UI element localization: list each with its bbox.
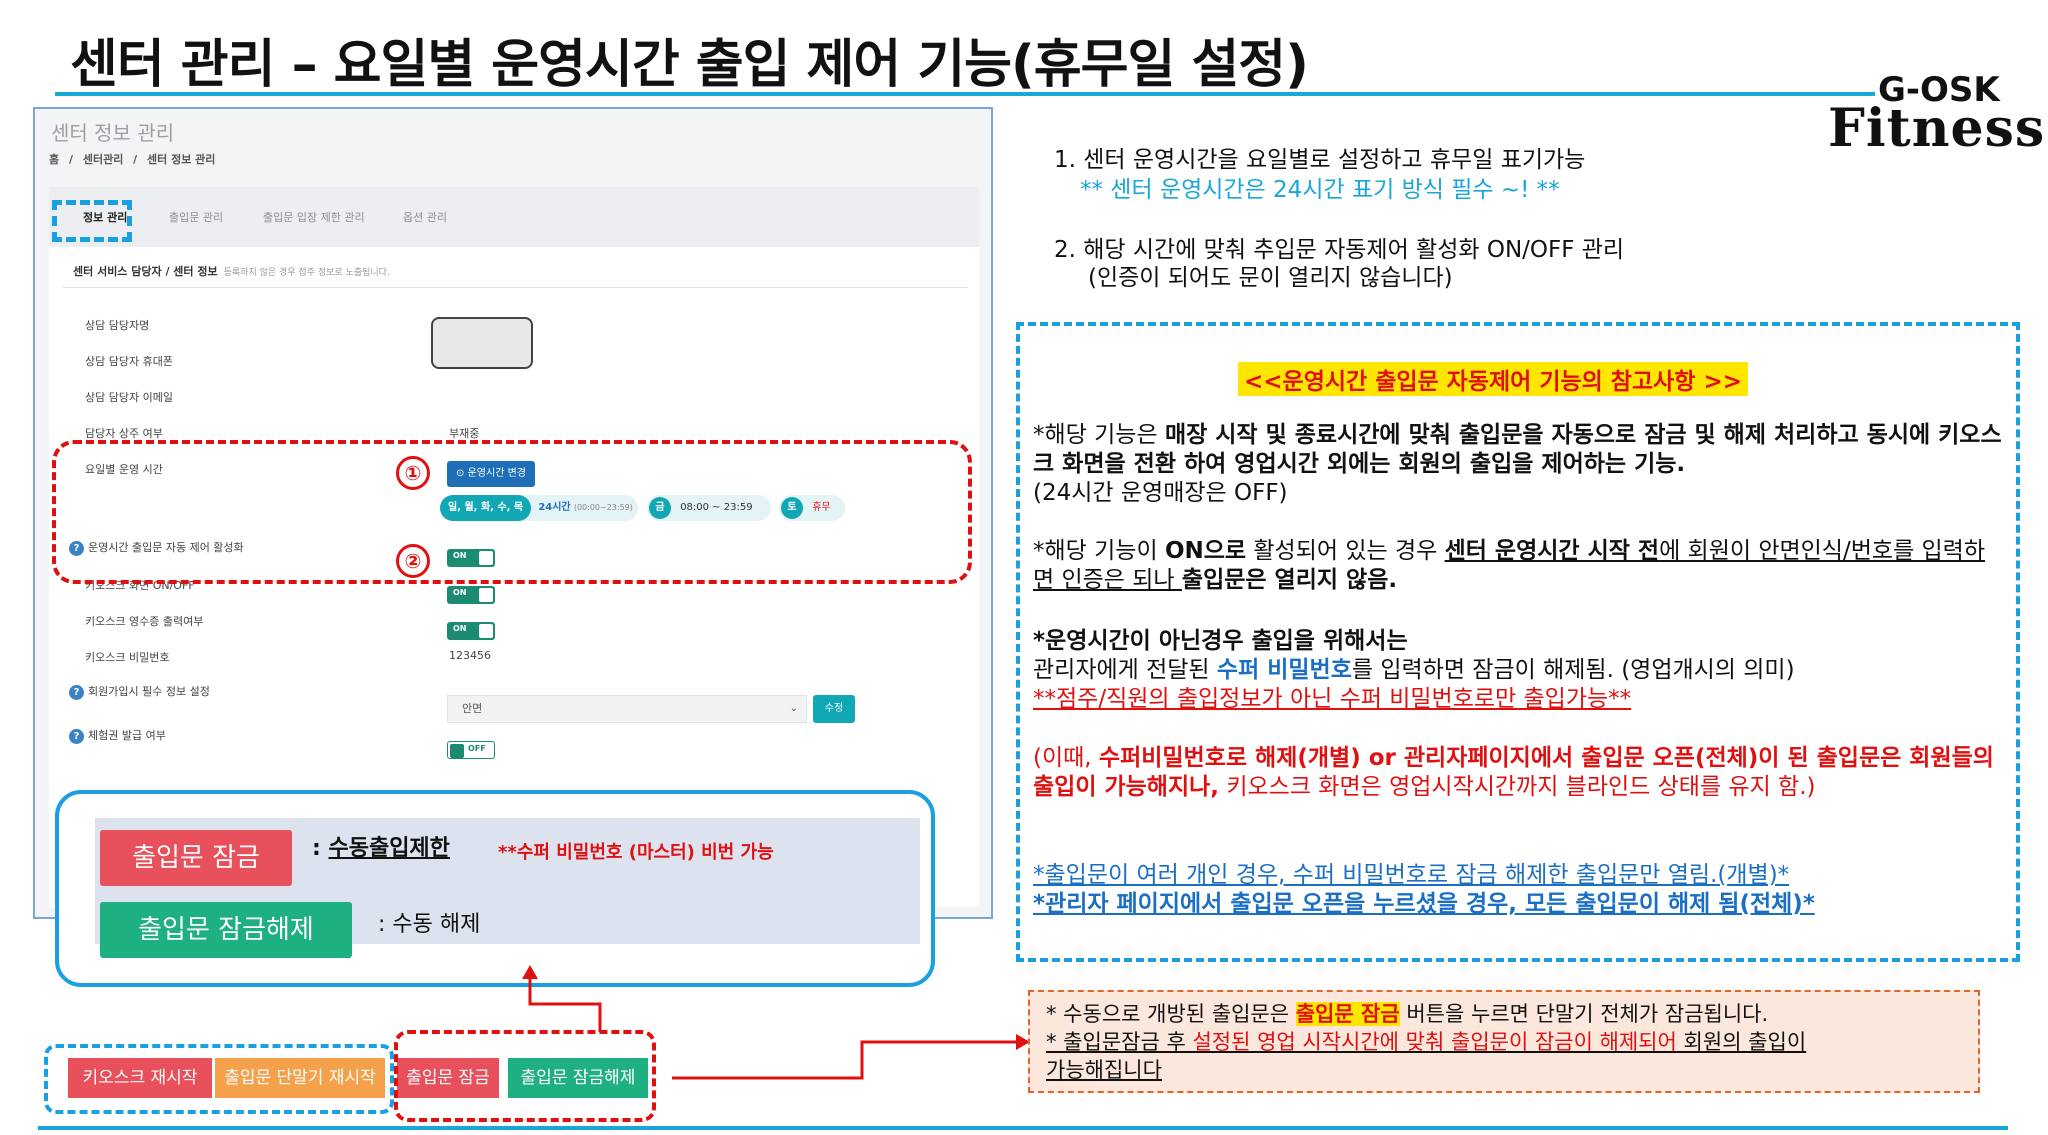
restart-group-highlight	[44, 1044, 394, 1114]
help-icon: ?	[69, 728, 84, 744]
label-trial-pass: ?체험권 발급 여부	[69, 727, 166, 744]
kiosk-receipt-toggle[interactable]: ON	[447, 622, 495, 640]
lock-group-highlight	[394, 1030, 656, 1122]
note-line-2: * 출입문잠금 후 설정된 영업 시작시간에 맞춰 출입문이 잠금이 해제되어 …	[1046, 1030, 1807, 1054]
info-line-2-note: (인증이 되어도 문이 열리지 않습니다)	[1088, 265, 1453, 291]
saturday-icon: 토	[781, 497, 803, 519]
info-tab-highlight	[52, 200, 132, 242]
label-manager-phone: 상담 담당자 휴대폰	[85, 355, 173, 368]
reference-p1: *해당 기능은 매장 시작 및 종료시간에 맞춰 출입문을 자동으로 잠금 및 …	[1033, 422, 2002, 506]
terminal-restart-button[interactable]: 출입문 단말기 재시작	[215, 1058, 385, 1098]
tab-entry-limit[interactable]: 출입문 입장 제한 관리	[263, 211, 365, 224]
unlock-description: : 수동 해제	[378, 912, 481, 937]
reference-p4: (이때, 수퍼비밀번호로 해제(개별) or 관리자페이지에서 출입문 오픈(전…	[1033, 745, 1994, 800]
kiosk-restart-button[interactable]: 키오스크 재시작	[68, 1058, 212, 1098]
tab-bar: 정보 관리 출입문 관리 출입문 입장 제한 관리 옵션 관리	[49, 187, 979, 247]
change-hours-button[interactable]: ⊙ 운영시간 변경	[447, 461, 535, 487]
marker-1: ①	[396, 456, 430, 490]
breadcrumb-center[interactable]: 센터관리	[82, 153, 124, 166]
reference-p5: *출입문이 여러 개인 경우, 수퍼 비밀번호로 잠금 해제한 출입문만 열림.…	[1033, 862, 1790, 888]
title-divider	[55, 92, 1875, 96]
hours-24h-range: (00:00~23:59)	[573, 503, 633, 512]
breadcrumb-home[interactable]: 홈	[49, 153, 60, 166]
tab-door[interactable]: 출입문 관리	[169, 211, 224, 224]
info-line-1-note: ** 센터 운영시간은 24시간 표기 방식 필수 ~! **	[1080, 177, 1560, 203]
reference-p2: *해당 기능이 ON으로 활성되어 있는 경우 센터 운영시간 시작 전에 회원…	[1033, 538, 1985, 593]
help-icon: ?	[69, 540, 84, 556]
label-manager-resident: 담당자 상주 여부	[85, 427, 163, 440]
label-manager-name: 상담 담당자명	[85, 319, 150, 332]
tab-info[interactable]: 정보 관리	[83, 211, 128, 224]
label-weekday-hours: 요일별 운영 시간	[85, 463, 163, 476]
admin-page-heading: 센터 정보 관리	[51, 121, 175, 145]
saturday-hours: 휴무	[812, 502, 831, 513]
save-button[interactable]: 수정	[813, 695, 855, 723]
hours-24h: 24시간	[538, 502, 571, 513]
kiosk-screen-toggle[interactable]: ON	[447, 586, 495, 604]
friday-icon: 금	[649, 497, 671, 519]
reference-p6: *관리자 페이지에서 출입문 오픈을 누르셨을 경우, 모든 출입문이 해제 됨…	[1033, 891, 1815, 917]
section-note: 등록하지 않은 경우 점주 정보로 노출됩니다.	[223, 268, 390, 278]
label-manager-email: 상담 담당자 이메일	[85, 391, 173, 404]
note-line-3: 가능해집니다	[1046, 1058, 1162, 1082]
kiosk-password-value: 123456	[449, 649, 491, 662]
strip-lock-button[interactable]: 출입문 잠금	[397, 1058, 499, 1098]
manager-resident-value: 부재중	[449, 427, 480, 440]
door-lock-button[interactable]: 출입문 잠금	[100, 830, 292, 886]
chevron-down-icon: ⌄	[789, 703, 798, 714]
tab-options[interactable]: 옵션 관리	[403, 211, 447, 224]
signup-required-select[interactable]: 안면⌄	[447, 695, 807, 723]
bottom-divider	[38, 1126, 2008, 1130]
note-box	[1028, 990, 1980, 1093]
info-line-2: 2. 해당 시간에 맞춰 추입문 자동제어 활성화 ON/OFF 관리	[1054, 237, 1625, 263]
label-auto-door: ?운영시간 출입문 자동 제어 활성화	[69, 539, 244, 556]
door-unlock-button[interactable]: 출입문 잠금해제	[100, 902, 352, 958]
breadcrumb-sep: /	[133, 153, 138, 166]
hours-pill-saturday: 토 휴무	[779, 495, 845, 521]
hours-pill-friday: 금 08:00 ~ 23:59	[647, 495, 771, 521]
reference-title: <<운영시간 출입문 자동제어 기능의 참고사항 >>	[1238, 362, 1749, 396]
weekdays-badge: 일, 월, 화, 수, 목	[440, 495, 532, 521]
friday-hours: 08:00 ~ 23:59	[680, 502, 753, 513]
help-icon: ?	[69, 684, 84, 700]
breadcrumb: 홈 / 센터관리 / 센터 정보 관리	[49, 151, 221, 167]
photo-upload-box[interactable]	[431, 317, 533, 369]
label-kiosk-password: 키오스크 비밀번호	[85, 651, 170, 664]
logo-text-top: G-OSK	[1878, 70, 2000, 110]
label-signup-required: ?회원가입시 필수 정보 설정	[69, 683, 210, 700]
strip-unlock-button[interactable]: 출입문 잠금해제	[508, 1058, 648, 1098]
breadcrumb-sep: /	[68, 153, 73, 166]
breadcrumb-current: 센터 정보 관리	[147, 153, 216, 166]
logo-text-bottom: Fitness	[1828, 98, 2046, 159]
page-title: 센터 관리 – 요일별 운영시간 출입 제어 기능(휴무일 설정)	[70, 35, 1309, 95]
lock-note: **수퍼 비밀번호 (마스터) 비번 가능	[498, 842, 774, 863]
info-line-1: 1. 센터 운영시간을 요일별로 설정하고 휴무일 표기가능	[1054, 147, 1586, 173]
marker-2: ②	[396, 544, 430, 578]
reference-box	[1016, 322, 2020, 962]
hours-pill-weekdays: 일, 월, 화, 수, 목 24시간 (00:00~23:59)	[440, 495, 638, 521]
lock-description: : 수동출입제한	[312, 836, 450, 861]
label-kiosk-receipt: 키오스크 영수증 출력여부	[85, 615, 204, 628]
trial-pass-toggle[interactable]: OFF	[447, 741, 495, 759]
hours-section-highlight	[52, 440, 972, 584]
section-divider	[63, 287, 968, 288]
note-line-1: * 수동으로 개방된 출입문은 출입문 잠금 버튼을 누르면 단말기 전체가 잠…	[1046, 1002, 1769, 1026]
auto-door-toggle[interactable]: ON	[447, 549, 495, 567]
